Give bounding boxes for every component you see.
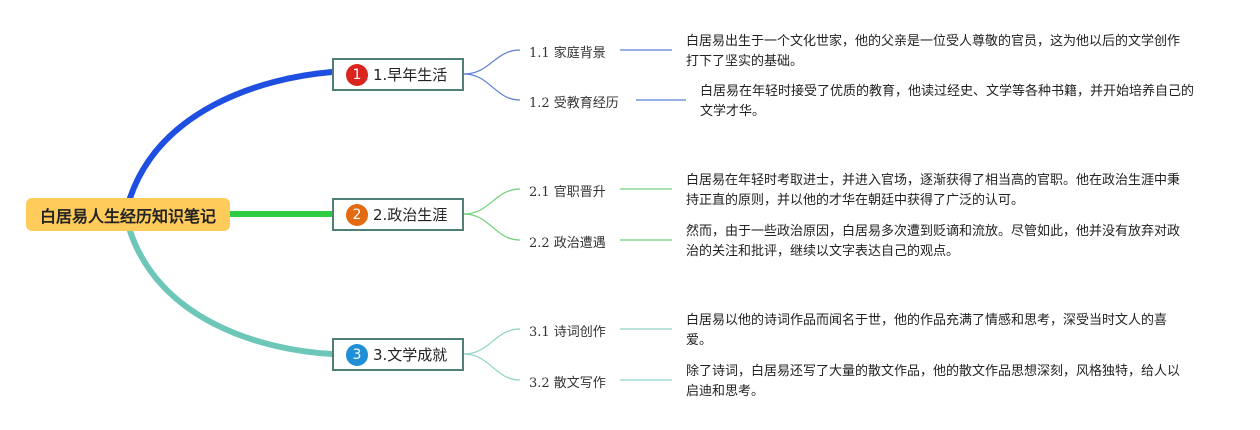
branch-label: 3.文学成就 bbox=[373, 346, 448, 364]
number-badge-icon: 1 bbox=[346, 63, 368, 86]
number-badge-icon: 3 bbox=[346, 343, 368, 366]
subtopic-note: 除了诗词，白居易还写了大量的散文作品，他的散文作品思想深刻，风格独特，给人以启迪… bbox=[686, 364, 1181, 399]
subtopic-note: 白居易在年轻时考取进士，并进入官场，逐渐获得了相当高的官职。他在政治生涯中秉持正… bbox=[686, 173, 1181, 208]
subtopic-note: 白居易在年轻时接受了优质的教育，他读过经史、文学等各种书籍，并开始培养自己的文学… bbox=[700, 84, 1195, 119]
subtopic-note: 白居易出生于一个文化世家，他的父亲是一位受人尊敬的官员，这为他以后的文学创作打下… bbox=[686, 34, 1181, 69]
connector-2-1 bbox=[463, 188, 521, 215]
connector-3-1 bbox=[463, 328, 521, 355]
subtopic-education[interactable]: 1.2 受教育经历 bbox=[529, 96, 619, 111]
connector-branch-3 bbox=[127, 228, 335, 357]
subtopic-note: 白居易以他的诗词作品而闻名于世，他的作品充满了情感和思考，深受当时文人的喜爱。 bbox=[686, 313, 1168, 348]
connector-1-1 bbox=[463, 49, 521, 75]
branch-label: 1.早年生活 bbox=[373, 66, 448, 84]
root-topic[interactable]: 白居易人生经历知识笔记 bbox=[26, 198, 230, 231]
branch-label: 2.政治生涯 bbox=[373, 206, 448, 224]
connector-branch-1 bbox=[127, 69, 335, 201]
subtopic-note: 然而，由于一些政治原因，白居易多次遭到贬谪和流放。尽管如此，他并没有放弃对政治的… bbox=[686, 224, 1181, 259]
branch-topic-early-life[interactable]: 1 1.早年生活 bbox=[332, 58, 464, 91]
number-badge-icon: 2 bbox=[346, 203, 368, 226]
connector-3-2 bbox=[463, 353, 521, 381]
subtopic-prose[interactable]: 3.2 散文写作 bbox=[529, 376, 606, 391]
branch-topic-political-career[interactable]: 2 2.政治生涯 bbox=[332, 198, 464, 231]
subtopic-political-setbacks[interactable]: 2.2 政治遭遇 bbox=[529, 236, 606, 251]
subtopic-promotion[interactable]: 2.1 官职晋升 bbox=[529, 185, 606, 200]
subtopic-poetry[interactable]: 3.1 诗词创作 bbox=[529, 325, 606, 340]
branch-topic-literary-achievements[interactable]: 3 3.文学成就 bbox=[332, 338, 464, 371]
connector-1-2 bbox=[463, 73, 521, 101]
subtopic-family-background[interactable]: 1.1 家庭背景 bbox=[529, 46, 606, 61]
connector-2-2 bbox=[463, 213, 521, 241]
